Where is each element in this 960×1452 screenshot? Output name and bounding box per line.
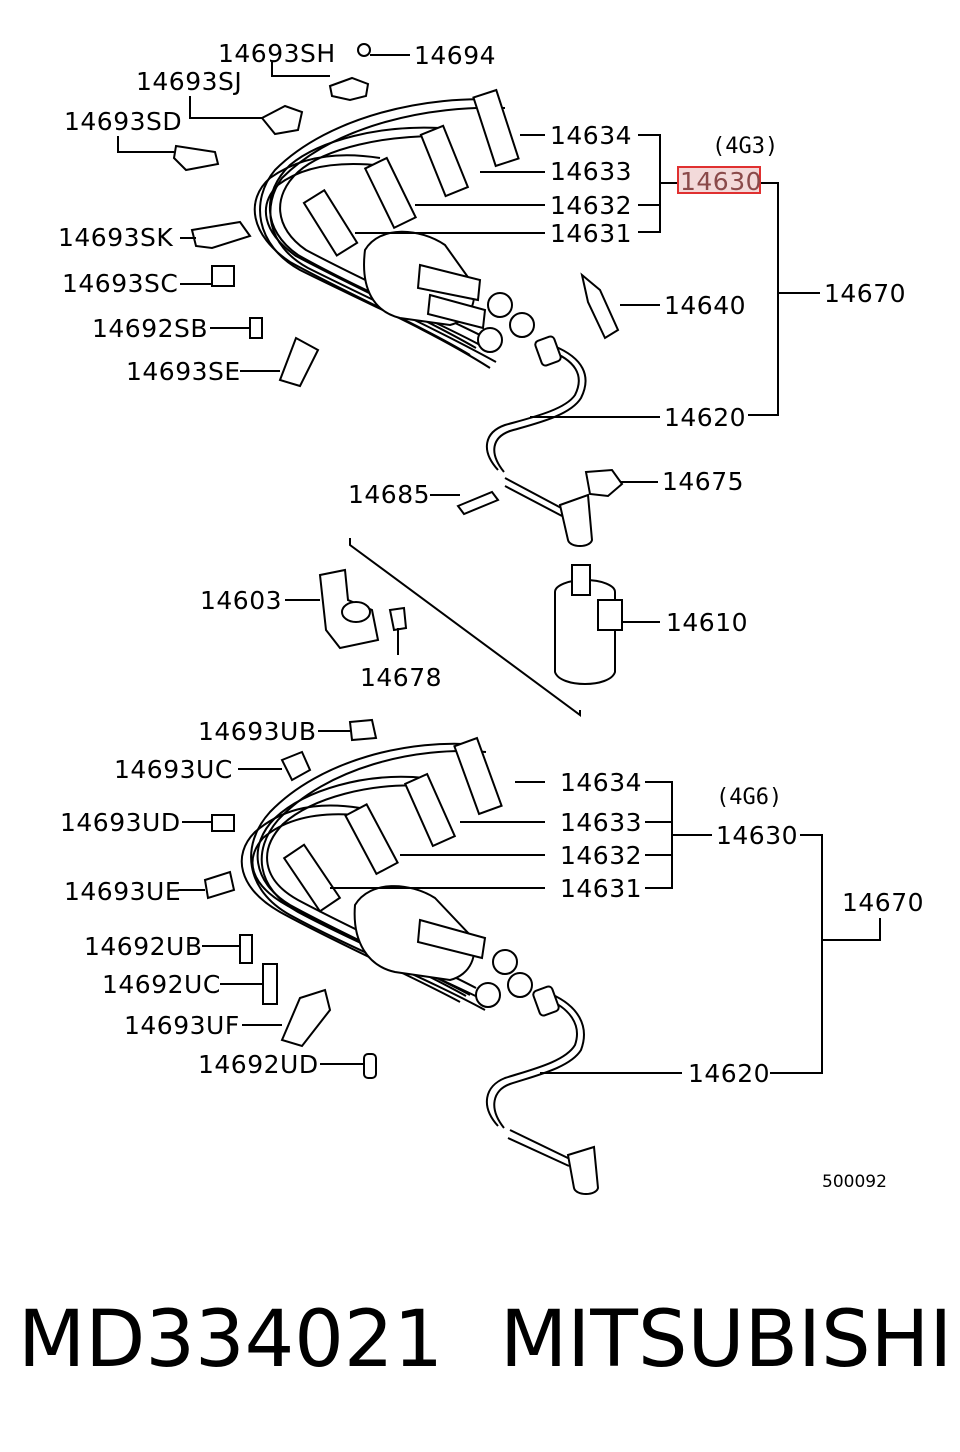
label-14693sd[interactable]: 14693SD	[64, 107, 182, 136]
label-14693sj[interactable]: 14693SJ	[136, 67, 242, 96]
upper-assembly: 14693SH 14694 14693SJ 14693SD 14693SK 14…	[58, 39, 906, 717]
label-14678[interactable]: 14678	[360, 663, 442, 692]
label-14693ub[interactable]: 14693UB	[198, 717, 316, 746]
label-14670[interactable]: 14670	[824, 279, 906, 308]
label-14640[interactable]: 14640	[664, 291, 746, 320]
label-14693uf[interactable]: 14693UF	[124, 1011, 240, 1040]
label-14633-lower[interactable]: 14633	[560, 808, 642, 837]
label-14630-lower[interactable]: 14630	[716, 821, 798, 850]
label-14634-lower[interactable]: 14634	[560, 768, 642, 797]
label-14620-lower[interactable]: 14620	[688, 1059, 770, 1088]
label-14693ue[interactable]: 14693UE	[64, 877, 181, 906]
engine-label-4g6: (4G6)	[716, 785, 782, 810]
footer-brand: MITSUBISHI	[500, 1295, 952, 1385]
lower-cable-set-drawing	[240, 736, 600, 1195]
label-14694[interactable]: 14694	[414, 41, 496, 70]
engine-label-4g3: (4G3)	[712, 134, 778, 159]
diagram-code: 500092	[822, 1172, 887, 1192]
label-14632-lower[interactable]: 14632	[560, 841, 642, 870]
label-14692ub[interactable]: 14692UB	[84, 932, 202, 961]
upper-clips-drawing	[172, 43, 624, 516]
label-14620[interactable]: 14620	[664, 403, 746, 432]
upper-distributor-coil-drawing	[318, 538, 623, 717]
label-14631-lower[interactable]: 14631	[560, 874, 642, 903]
label-14610[interactable]: 14610	[666, 608, 748, 637]
label-14693sk[interactable]: 14693SK	[58, 223, 173, 252]
upper-leader-lines	[117, 54, 820, 655]
label-14670-lower[interactable]: 14670	[842, 888, 924, 917]
label-14693se[interactable]: 14693SE	[126, 357, 241, 386]
label-14603[interactable]: 14603	[200, 586, 282, 615]
label-14630-highlighted[interactable]: 14630	[680, 167, 762, 196]
label-14685[interactable]: 14685	[348, 480, 430, 509]
lower-clips-drawing	[203, 718, 378, 1079]
label-14692ud[interactable]: 14692UD	[198, 1050, 319, 1079]
label-14693uc[interactable]: 14693UC	[114, 755, 233, 784]
lower-assembly: 14693UB 14693UC 14693UD 14693UE 14692UB …	[60, 717, 924, 1195]
upper-cable-set-drawing	[253, 88, 594, 547]
highlight-box	[677, 166, 761, 194]
label-14693sc[interactable]: 14693SC	[62, 269, 178, 298]
label-14692sb[interactable]: 14692SB	[92, 314, 208, 343]
label-14634[interactable]: 14634	[550, 121, 632, 150]
label-14633[interactable]: 14633	[550, 157, 632, 186]
label-14693ud[interactable]: 14693UD	[60, 808, 181, 837]
label-14631[interactable]: 14631	[550, 219, 632, 248]
label-14675[interactable]: 14675	[662, 467, 744, 496]
footer-part-number: MD334021	[18, 1295, 443, 1385]
label-14693sh[interactable]: 14693SH	[218, 39, 336, 68]
lower-leader-lines	[178, 730, 881, 1074]
label-14692uc[interactable]: 14692UC	[102, 970, 221, 999]
label-14632[interactable]: 14632	[550, 191, 632, 220]
